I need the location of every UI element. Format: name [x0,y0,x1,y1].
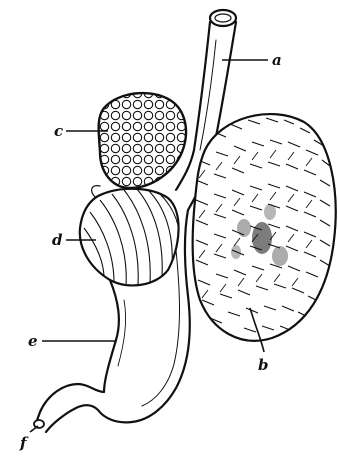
striated-sac-d [80,186,181,286]
label-d: d [52,231,63,249]
label-c: c [54,122,63,140]
leader-f [30,426,38,432]
label-a: a [272,51,282,69]
cellular-organ-c [96,86,192,190]
tip-f [34,420,44,428]
label-f: f [19,434,29,452]
oval-organ-b [193,114,336,341]
label-b: b [258,356,269,374]
label-e: e [28,332,38,350]
